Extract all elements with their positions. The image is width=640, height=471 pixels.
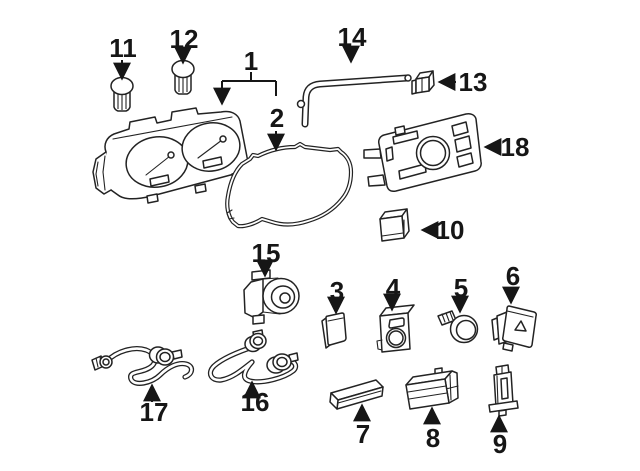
part-18-cluster-bezel [363,113,482,192]
callout-15[interactable]: 15 [252,238,281,278]
part-8-connector-switch [405,367,459,410]
callout-2-label[interactable]: 2 [270,103,284,133]
part-17-socket-wire [91,346,195,386]
part-5-push-button-switch [437,310,479,344]
callout-5[interactable]: 5 [451,273,469,314]
part-2-cluster-lens [227,144,351,226]
part-12-bulb [171,59,195,95]
callout-18[interactable]: 18 [483,132,530,162]
callout-8[interactable]: 8 [423,406,441,453]
callout-9[interactable]: 9 [490,414,508,459]
callout-2[interactable]: 2 [267,103,285,152]
part-16-socket-wire [207,329,299,385]
callout-11[interactable]: 11 [109,33,137,81]
callout-7-label[interactable]: 7 [356,419,370,449]
callout-17[interactable]: 17 [140,383,169,427]
callout-6[interactable]: 6 [502,261,520,305]
callout-11-label[interactable]: 11 [109,33,137,63]
callout-16-label[interactable]: 16 [241,387,270,417]
callout-3[interactable]: 3 [327,276,345,315]
callout-14-label[interactable]: 14 [338,22,367,52]
part-15-dimmer-switch [243,269,300,325]
part-4-switch [376,304,415,353]
callout-13-label[interactable]: 13 [459,67,488,97]
callout-10-label[interactable]: 10 [436,215,465,245]
callout-8-label[interactable]: 8 [426,423,440,453]
callout-4-label[interactable]: 4 [386,273,401,303]
callout-4[interactable]: 4 [383,273,401,312]
callout-5-label[interactable]: 5 [454,273,468,303]
part-6-hazard-switch [491,305,537,352]
callout-1-label[interactable]: 1 [244,46,258,76]
callout-1[interactable]: 1 [213,46,277,106]
part-14-wire [296,74,412,128]
callout-15-label[interactable]: 15 [252,238,281,268]
part-7-cover-bar [329,379,384,410]
callout-3-label[interactable]: 3 [330,276,344,306]
callout-9-label[interactable]: 9 [493,429,507,459]
part-13-clip [411,70,435,95]
callout-10[interactable]: 10 [420,215,465,245]
callout-14[interactable]: 14 [338,22,367,64]
part-1-instrument-cluster [92,107,249,204]
callout-17-label[interactable]: 17 [140,397,169,427]
callout-12-label[interactable]: 12 [170,24,199,54]
part-9-switch [488,364,519,417]
part-10-switch [379,208,410,242]
callout-1-bracket [222,72,277,96]
part-11-bulb [110,76,134,112]
callout-16[interactable]: 16 [241,380,270,417]
callout-13[interactable]: 13 [437,67,488,97]
callout-6-label[interactable]: 6 [506,261,520,291]
callout-18-label[interactable]: 18 [501,132,530,162]
callout-7[interactable]: 7 [353,403,371,449]
part-3-switch [321,312,347,349]
callout-12[interactable]: 12 [170,24,199,65]
